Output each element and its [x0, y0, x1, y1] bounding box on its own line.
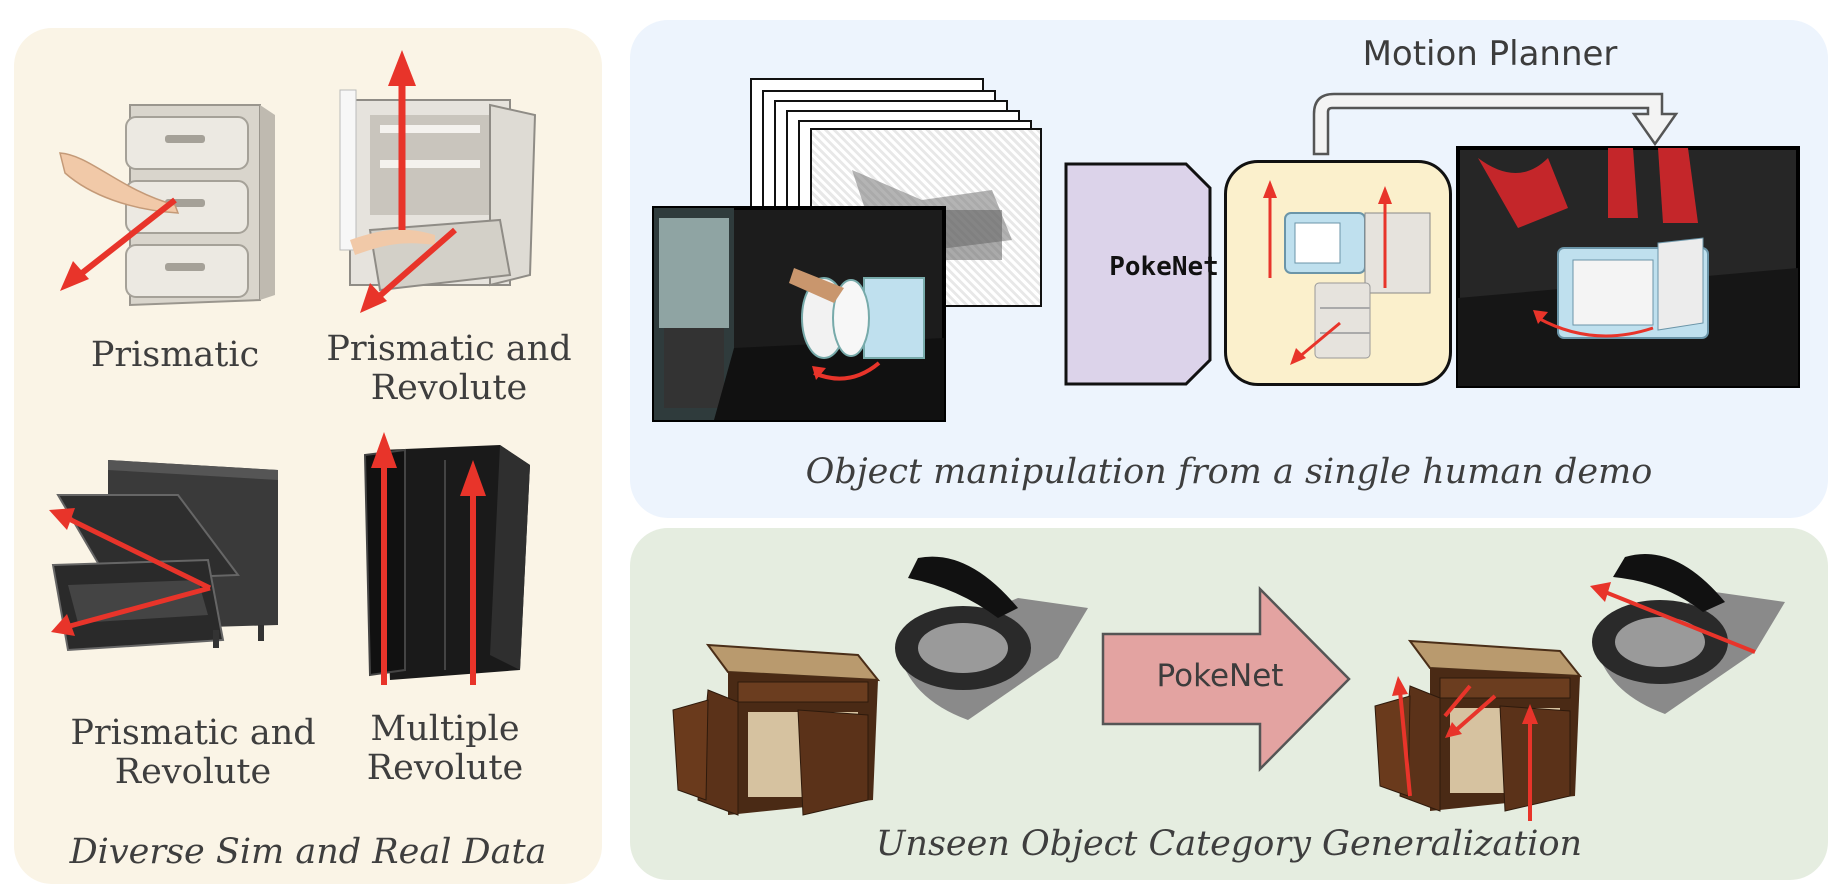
human-demo-photo	[652, 206, 946, 422]
sim-wardrobe-illustration	[363, 445, 530, 680]
drawer-pull-arrow-icon	[360, 227, 457, 313]
robot-execution-photo	[1456, 146, 1800, 388]
drawer-cabinet-illustration	[59, 104, 275, 307]
prismatic-arrow-icon	[60, 197, 177, 291]
sim-cabinet-arrows-icon	[49, 508, 212, 636]
multiple-revolute-arrows-icon	[371, 432, 486, 685]
pokenet-transfer-arrow-icon	[1101, 585, 1351, 773]
toilet-illustration-left	[895, 556, 1088, 720]
motion-planner-label: Motion Planner	[1362, 34, 1618, 74]
caption-single-human-demo: Object manipulation from a single human …	[805, 452, 1653, 492]
pokenet-label-top: PokeNet	[1109, 252, 1219, 282]
label-prismatic-and-revolute-top: Prismatic and Revolute	[326, 329, 572, 408]
pokenet-label-bottom: PokeNet	[1156, 658, 1284, 694]
toilet-illustration-right	[1590, 554, 1785, 714]
wood-cabinet-predicted-illustration	[1374, 639, 1583, 821]
label-multiple-revolute: Multiple Revolute	[366, 709, 524, 788]
pokenet-model-block	[1064, 162, 1212, 386]
label-prismatic: Prismatic	[90, 335, 260, 375]
wood-cabinet-illustration	[672, 643, 881, 816]
vertical-arrow-icon	[388, 50, 416, 230]
motion-planner-arrow-icon	[1312, 92, 1679, 156]
label-prismatic-and-revolute-bottom: Prismatic and Revolute	[70, 713, 316, 792]
caption-diverse-data: Diverse Sim and Real Data	[69, 832, 547, 872]
prediction-objects-illustration	[1263, 180, 1431, 365]
caption-unseen-category: Unseen Object Category Generalization	[875, 824, 1583, 864]
